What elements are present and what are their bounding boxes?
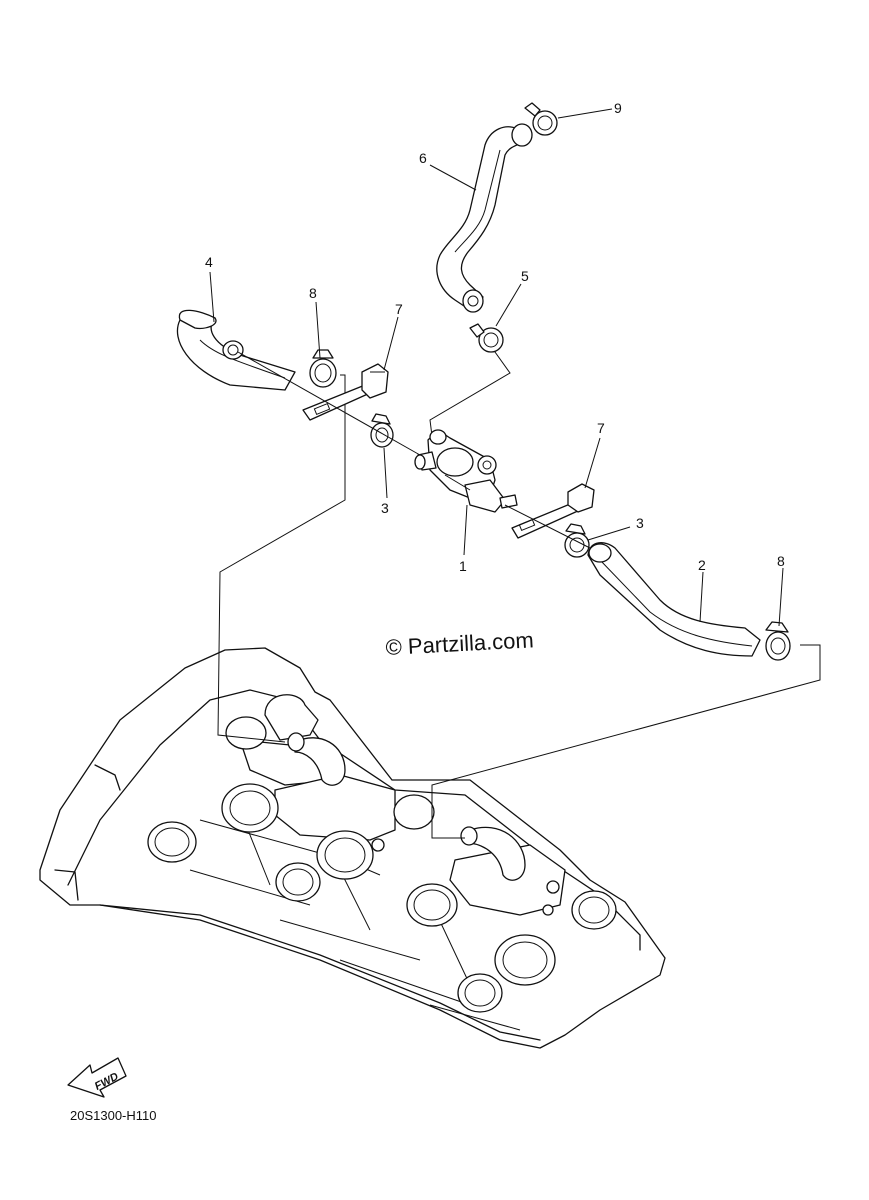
hose-2 — [587, 542, 761, 657]
hose-clamp-8-right — [765, 621, 791, 661]
hose-holder-7-right — [511, 483, 595, 539]
callout-1[interactable]: 1 — [459, 558, 467, 574]
callout-5[interactable]: 5 — [521, 268, 529, 284]
watermark: © Partzilla.com — [385, 627, 534, 660]
hose-6 — [436, 123, 533, 313]
plug-hole — [393, 794, 435, 830]
plug-hole — [406, 883, 458, 927]
callout-4[interactable]: 4 — [205, 254, 213, 270]
callout-8-left[interactable]: 8 — [309, 285, 317, 301]
callout-9[interactable]: 9 — [614, 100, 622, 116]
callout-3-left[interactable]: 3 — [381, 500, 389, 516]
hose-clamp-5 — [469, 323, 504, 353]
hose-clamp-3-right — [564, 523, 590, 558]
hose-clamp-8-left — [309, 349, 337, 388]
callout-leaders — [209, 108, 784, 627]
plug-hole — [457, 973, 503, 1013]
plug-hole — [221, 783, 279, 833]
plug-hole — [316, 830, 374, 880]
callout-7-right[interactable]: 7 — [597, 420, 605, 436]
hose-clamp-9 — [524, 102, 558, 136]
plug-hole — [494, 934, 556, 986]
forward-arrow-icon: FWD — [67, 1057, 127, 1098]
plug-hole — [225, 716, 267, 750]
callouts: 1 2 3 3 4 5 6 7 7 8 8 9 — [205, 100, 785, 574]
cylinder-head-cover — [39, 647, 666, 1049]
air-cut-valve-1 — [414, 429, 518, 513]
routing-lines — [217, 344, 821, 839]
plug-hole — [147, 821, 197, 863]
hose-clamp-3-left — [370, 413, 394, 448]
hose-holder-7-left — [302, 363, 389, 421]
callout-7-left[interactable]: 7 — [395, 301, 403, 317]
callout-3-right[interactable]: 3 — [636, 515, 644, 531]
plug-hole — [275, 862, 321, 902]
callout-8-right[interactable]: 8 — [777, 553, 785, 569]
callout-2[interactable]: 2 — [698, 557, 706, 573]
callout-6[interactable]: 6 — [419, 150, 427, 166]
diagram-code: 20S1300-H110 — [70, 1108, 157, 1123]
plug-hole — [571, 890, 617, 930]
hose-4 — [176, 309, 296, 391]
